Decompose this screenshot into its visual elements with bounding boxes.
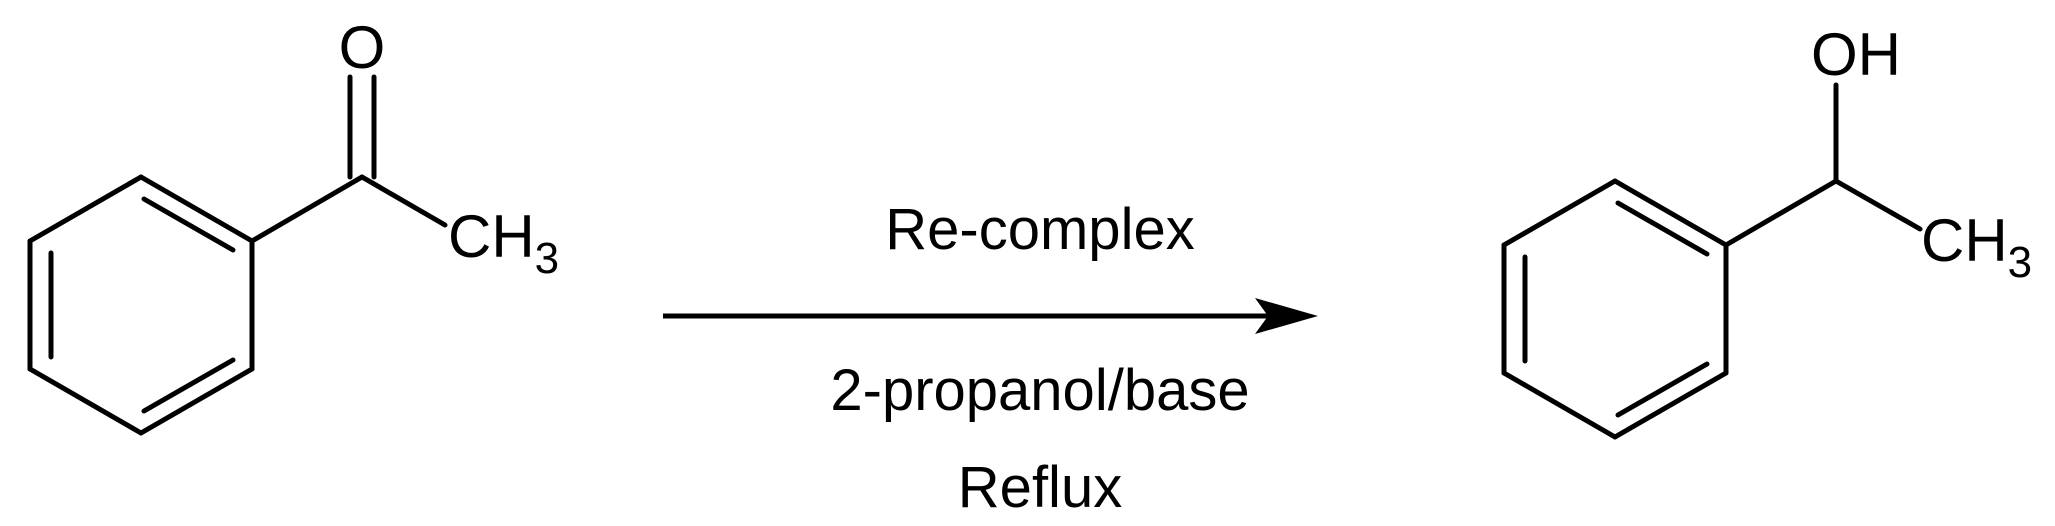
aromatic-double-bond (141, 196, 236, 253)
product-hydroxyl-label: OH (1811, 21, 1901, 88)
reaction-arrow-group: Re-complex 2-propanol/base Reflux (663, 197, 1318, 520)
solvent-label: 2-propanol/base (830, 358, 1249, 423)
aromatic-double-bond (1615, 361, 1710, 418)
ring-to-carbinol-bond (1723, 178, 1839, 248)
bond (138, 174, 255, 244)
catalyst-label: Re-complex (885, 197, 1194, 262)
reactant-acetophenone: O CH3 (27, 14, 559, 436)
ring-to-carbonyl-bond (249, 174, 365, 244)
carbinol-to-methyl-bond (1833, 178, 1923, 232)
bond (1501, 370, 1618, 440)
bond (27, 174, 144, 244)
aromatic-double-bond (141, 357, 236, 414)
product-1-phenylethanol: OH CH3 (1501, 21, 2032, 440)
bond (27, 366, 144, 436)
reaction-arrow-head (1255, 298, 1318, 334)
temperature-label: Reflux (958, 455, 1122, 520)
reactant-oxygen-label: O (339, 14, 386, 81)
bond (1612, 370, 1729, 440)
aromatic-double-bond (1615, 200, 1710, 257)
bond (138, 366, 255, 436)
carbonyl-to-methyl-bond (359, 174, 448, 228)
bond (1501, 178, 1618, 248)
bond (1612, 178, 1729, 248)
reactant-benzene-ring (27, 174, 255, 436)
product-benzene-ring (1501, 178, 1729, 440)
product-methyl-label: CH3 (1921, 207, 2032, 287)
reactant-methyl-label: CH3 (448, 203, 559, 283)
